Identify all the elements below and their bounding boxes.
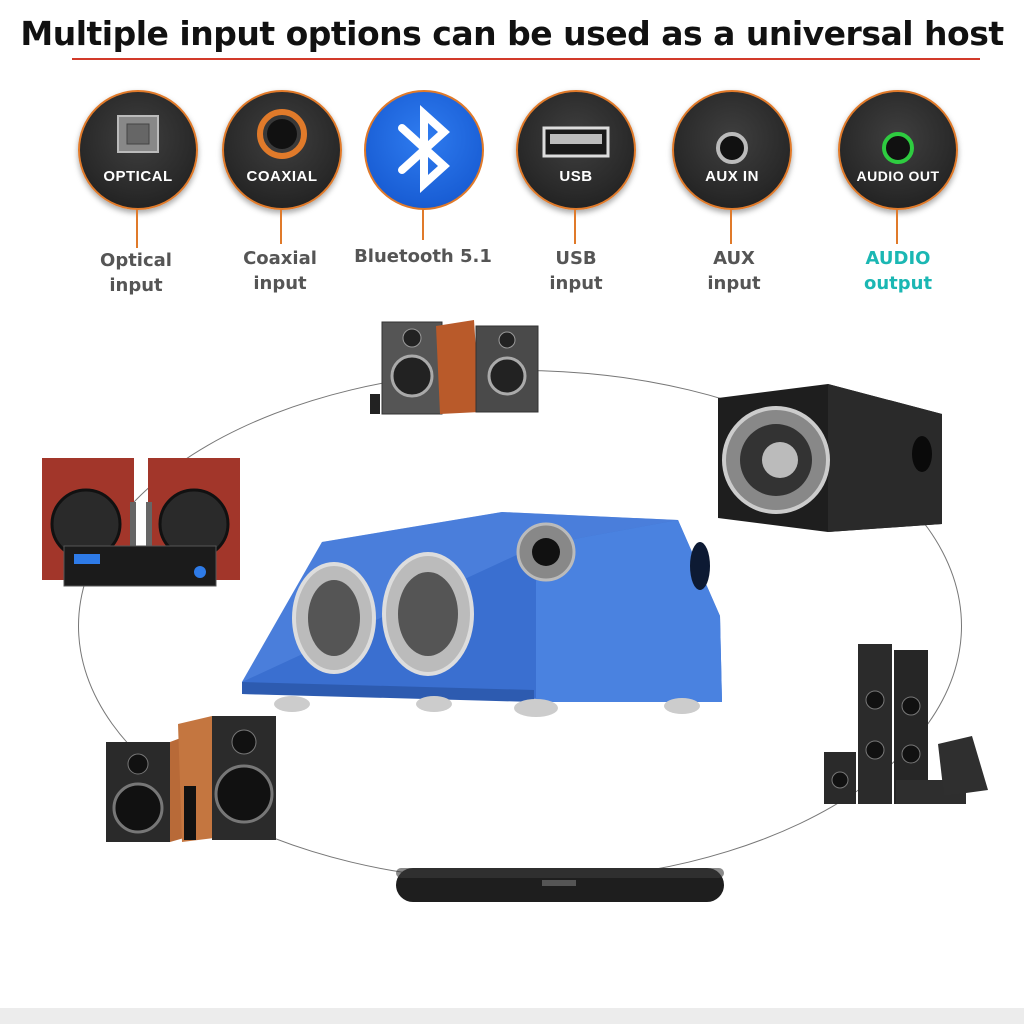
audio-output-label: AUDIO output bbox=[836, 246, 960, 296]
aux-in-label: AUX input bbox=[672, 246, 796, 296]
page-title: Multiple input options can be used as a … bbox=[20, 14, 1004, 53]
usb-label-line-2: input bbox=[549, 273, 603, 294]
audio-output-label-line-2: output bbox=[863, 273, 933, 294]
bluetooth-icon bbox=[398, 105, 450, 193]
coaxial-port-icon bbox=[257, 109, 307, 159]
bluetooth-label: Bluetooth 5.1 bbox=[352, 244, 494, 269]
coaxial-port-badge: COAXIAL bbox=[222, 90, 342, 210]
bluetooth-connector bbox=[422, 208, 424, 240]
audio-out-connector bbox=[896, 208, 898, 244]
optical-label-line-2: input bbox=[109, 275, 163, 296]
aux-in-port-text: AUX IN bbox=[705, 168, 759, 185]
bookshelf-speakers-image bbox=[370, 320, 539, 415]
audio-out-port-text: AUDIO OUT bbox=[856, 168, 940, 184]
aux-in-port-badge: AUX IN bbox=[672, 90, 792, 210]
aux-in-label-line-1: AUX bbox=[713, 248, 755, 269]
bluetooth-badge bbox=[364, 90, 484, 210]
coaxial-label-line-2: input bbox=[253, 273, 307, 294]
coaxial-label-line-1: Coaxial bbox=[243, 248, 317, 269]
usb-port-badge: USB bbox=[516, 90, 636, 210]
coaxial-label: Coaxial input bbox=[218, 246, 342, 296]
usb-connector bbox=[574, 208, 576, 244]
usb-port-text: USB bbox=[559, 168, 593, 185]
karaoke-system-image bbox=[42, 458, 240, 587]
subwoofer-image bbox=[718, 384, 942, 532]
optical-port-text: OPTICAL bbox=[103, 168, 173, 185]
optical-label: Optical input bbox=[76, 248, 196, 298]
usb-label-line-1: USB bbox=[555, 248, 597, 269]
usb-label: USB input bbox=[514, 246, 638, 296]
optical-label-line-1: Optical bbox=[100, 250, 172, 271]
optical-connector bbox=[136, 208, 138, 248]
optical-port-badge: OPTICAL bbox=[78, 90, 198, 210]
aux-in-port-icon bbox=[716, 132, 748, 164]
audio-out-port-badge: AUDIO OUT bbox=[838, 90, 958, 210]
audio-output-label-line-1: AUDIO bbox=[865, 248, 931, 269]
wooden-monitor-speakers-image bbox=[106, 716, 276, 842]
aux-in-label-line-2: input bbox=[707, 273, 761, 294]
aux-in-connector bbox=[730, 208, 732, 244]
footer-strip bbox=[0, 1008, 1024, 1024]
usb-port-icon bbox=[542, 126, 610, 158]
coaxial-port-text: COAXIAL bbox=[246, 168, 318, 185]
coaxial-connector bbox=[280, 208, 282, 244]
bluetooth-label-line-1: Bluetooth 5.1 bbox=[354, 246, 492, 267]
soundbar-image bbox=[396, 868, 724, 902]
blue-bluetooth-speaker-image bbox=[242, 512, 722, 717]
home-theater-system-image bbox=[824, 644, 988, 804]
audio-out-port-icon bbox=[882, 132, 914, 164]
title-underline bbox=[72, 58, 980, 60]
optical-port-icon bbox=[117, 115, 159, 153]
